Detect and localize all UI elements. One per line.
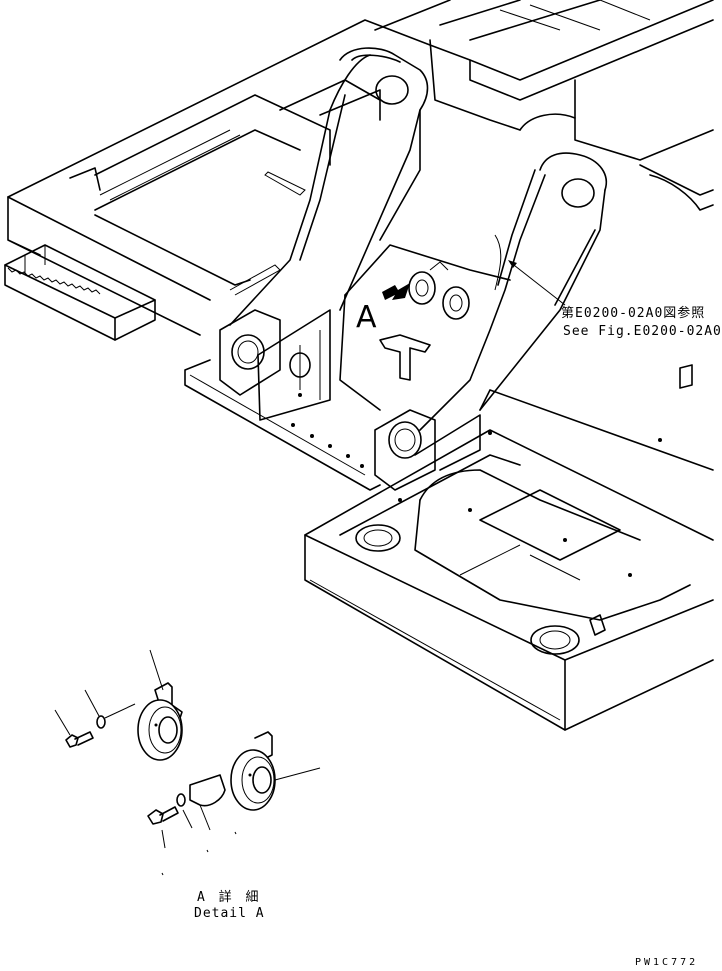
horn-lower [230, 731, 321, 811]
base-plate [184, 359, 381, 491]
detail-ticks [161, 831, 237, 876]
bolt-upper [54, 709, 94, 748]
bracket-clamp [189, 774, 226, 831]
reference-label-jp: 第E0200-02A0図参照 [561, 306, 706, 321]
bolt-lower [147, 806, 179, 849]
drawing-number: PW1C772 [635, 957, 699, 968]
reference-label-en: See Fig.E0200-02A0 [563, 324, 722, 339]
washer-lower [176, 793, 193, 829]
reference-leader [509, 261, 566, 306]
upper-frame [374, 0, 714, 211]
step [4, 244, 156, 341]
detail-title-jp: A 詳 細 [197, 890, 262, 905]
reference-arrowhead [508, 260, 517, 268]
detail-title-en: Detail A [194, 906, 265, 921]
boom-bracket [229, 39, 607, 431]
lower-lugs [219, 309, 481, 491]
left-deck-frame [7, 19, 431, 336]
view-marker-a: A [356, 300, 377, 335]
horn-upper [137, 649, 183, 761]
right-frame [304, 364, 714, 731]
washer-upper [84, 689, 136, 729]
horn-area [339, 234, 511, 411]
